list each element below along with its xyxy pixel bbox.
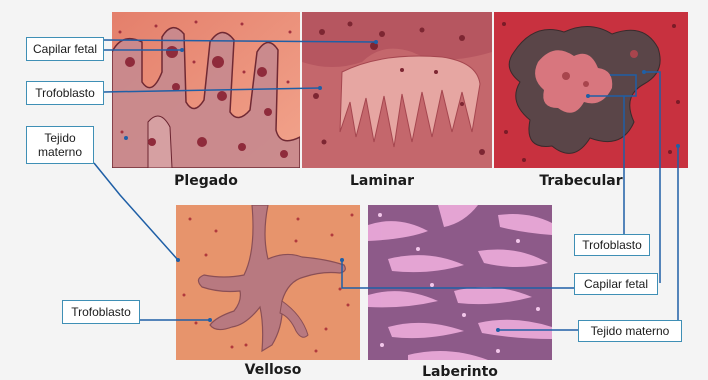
label-tejido-materno-right: Tejido materno: [578, 320, 682, 342]
panel-trabecular: [494, 12, 688, 168]
panel-caption-velloso: Velloso: [228, 362, 318, 378]
panel-plegado: [112, 12, 300, 168]
panel-caption-plegado: Plegado: [162, 173, 250, 189]
label-tejido-materno-left: Tejido materno: [26, 126, 94, 164]
label-trofoblasto-top: Trofoblasto: [26, 81, 104, 105]
label-trofoblasto-left: Trofoblasto: [62, 300, 140, 324]
label-trofoblasto-right: Trofoblasto: [574, 234, 650, 256]
panel-caption-laminar: Laminar: [337, 173, 427, 189]
panel-laberinto: [368, 205, 552, 360]
panel-velloso: [176, 205, 360, 360]
label-capilar-fetal-right: Capilar fetal: [574, 273, 658, 295]
panel-laminar: [302, 12, 492, 168]
panel-caption-trabecular: Trabecular: [531, 173, 631, 189]
label-capilar-fetal-top: Capilar fetal: [26, 37, 104, 61]
